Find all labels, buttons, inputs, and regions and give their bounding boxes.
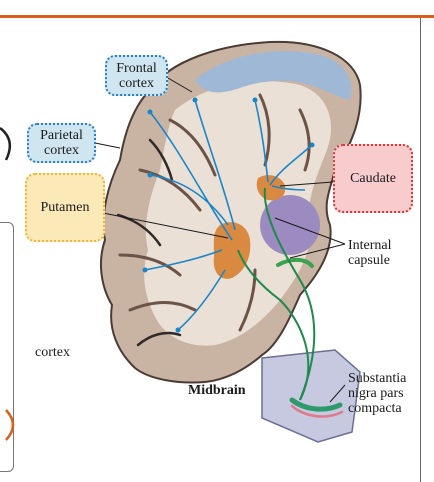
left-panel-edge <box>0 222 14 472</box>
parietal-cortex-label: Parietal cortex <box>27 123 96 163</box>
frontal-region <box>195 51 352 100</box>
nigrostriatal-pathway <box>237 187 316 401</box>
substantia-nigra-label: Substantia nigra pars compacta <box>348 371 407 416</box>
putamen-nucleus <box>213 222 251 279</box>
frontal-cortex-label: Frontal cortex <box>105 55 168 96</box>
caudate-label: Caudate <box>333 144 413 213</box>
pathway-terminals <box>142 97 315 333</box>
midbrain-label: Midbrain <box>188 383 246 398</box>
internal-capsule-label: Internal capsule <box>348 238 392 268</box>
midbrain-substantia <box>289 397 343 412</box>
putamen-label: Putamen <box>25 173 105 242</box>
midbrain-section <box>261 349 361 443</box>
thalamus-region <box>260 195 320 255</box>
white-matter <box>144 81 332 346</box>
right-panel-edge <box>420 18 434 482</box>
cortex-label: cortex <box>35 345 70 360</box>
substantia-band <box>276 257 314 268</box>
top-accent-bar <box>0 0 434 18</box>
left-arc-marker <box>0 127 15 441</box>
leader-lines <box>94 77 346 403</box>
cortical-pathways <box>144 99 313 331</box>
sulcus-lines <box>118 93 311 332</box>
